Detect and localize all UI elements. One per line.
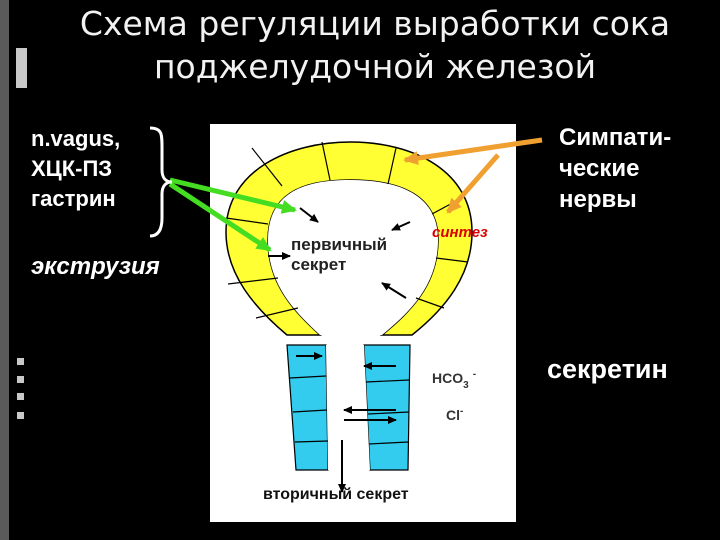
stimuli-brace	[149, 126, 173, 238]
sympathetic-line-2: ческие	[559, 155, 640, 182]
secretin-label: секретин	[547, 354, 668, 384]
extrusion-label: экструзия	[31, 253, 160, 280]
slide-title: Схема регуляции выработки сока поджелудо…	[79, 4, 671, 86]
primary-secretion-line-1: первичный	[291, 235, 387, 254]
bullet-square	[17, 412, 24, 419]
chloride-label: Cl-	[446, 406, 463, 423]
stimulus-cck: ХЦК-ПЗ	[31, 156, 113, 181]
secretion-arrows	[268, 207, 411, 493]
duct-lumen	[326, 345, 370, 470]
duct-cells-left	[286, 344, 329, 471]
cell-boundaries	[225, 141, 469, 445]
stimulus-arrows	[168, 177, 297, 253]
synthesis-label: синтез	[432, 224, 488, 241]
sympathetic-arrows	[403, 137, 543, 214]
sympathetic-nerves-label: Симпати- ческие нервы	[559, 122, 671, 215]
slide-accent-bar	[16, 48, 27, 88]
bicarbonate-subscript: 3	[463, 380, 469, 391]
bullet-square	[17, 376, 24, 383]
bicarbonate-formula: HCO	[432, 370, 463, 386]
stimuli-labels: n.vagus, ХЦК-ПЗ гастрин	[31, 124, 120, 214]
duct-cells-right	[363, 344, 411, 471]
sympathetic-line-3: нервы	[559, 186, 637, 213]
bicarbonate-label: HCO3-	[432, 369, 476, 391]
stimulus-vagus: n.vagus,	[31, 126, 121, 151]
bullet-square	[17, 393, 24, 400]
stimulus-gastrin: гастрин	[31, 186, 116, 211]
secondary-secretion-label: вторичный секрет	[263, 486, 409, 503]
bicarbonate-charge: -	[473, 369, 476, 380]
slide-edge-bar	[0, 0, 9, 540]
primary-secretion-line-2: секрет	[291, 255, 346, 274]
chloride-symbol: Cl	[446, 407, 460, 423]
sympathetic-line-1: Симпати-	[559, 124, 672, 151]
bullet-square	[17, 358, 24, 365]
chloride-charge: -	[460, 406, 463, 417]
